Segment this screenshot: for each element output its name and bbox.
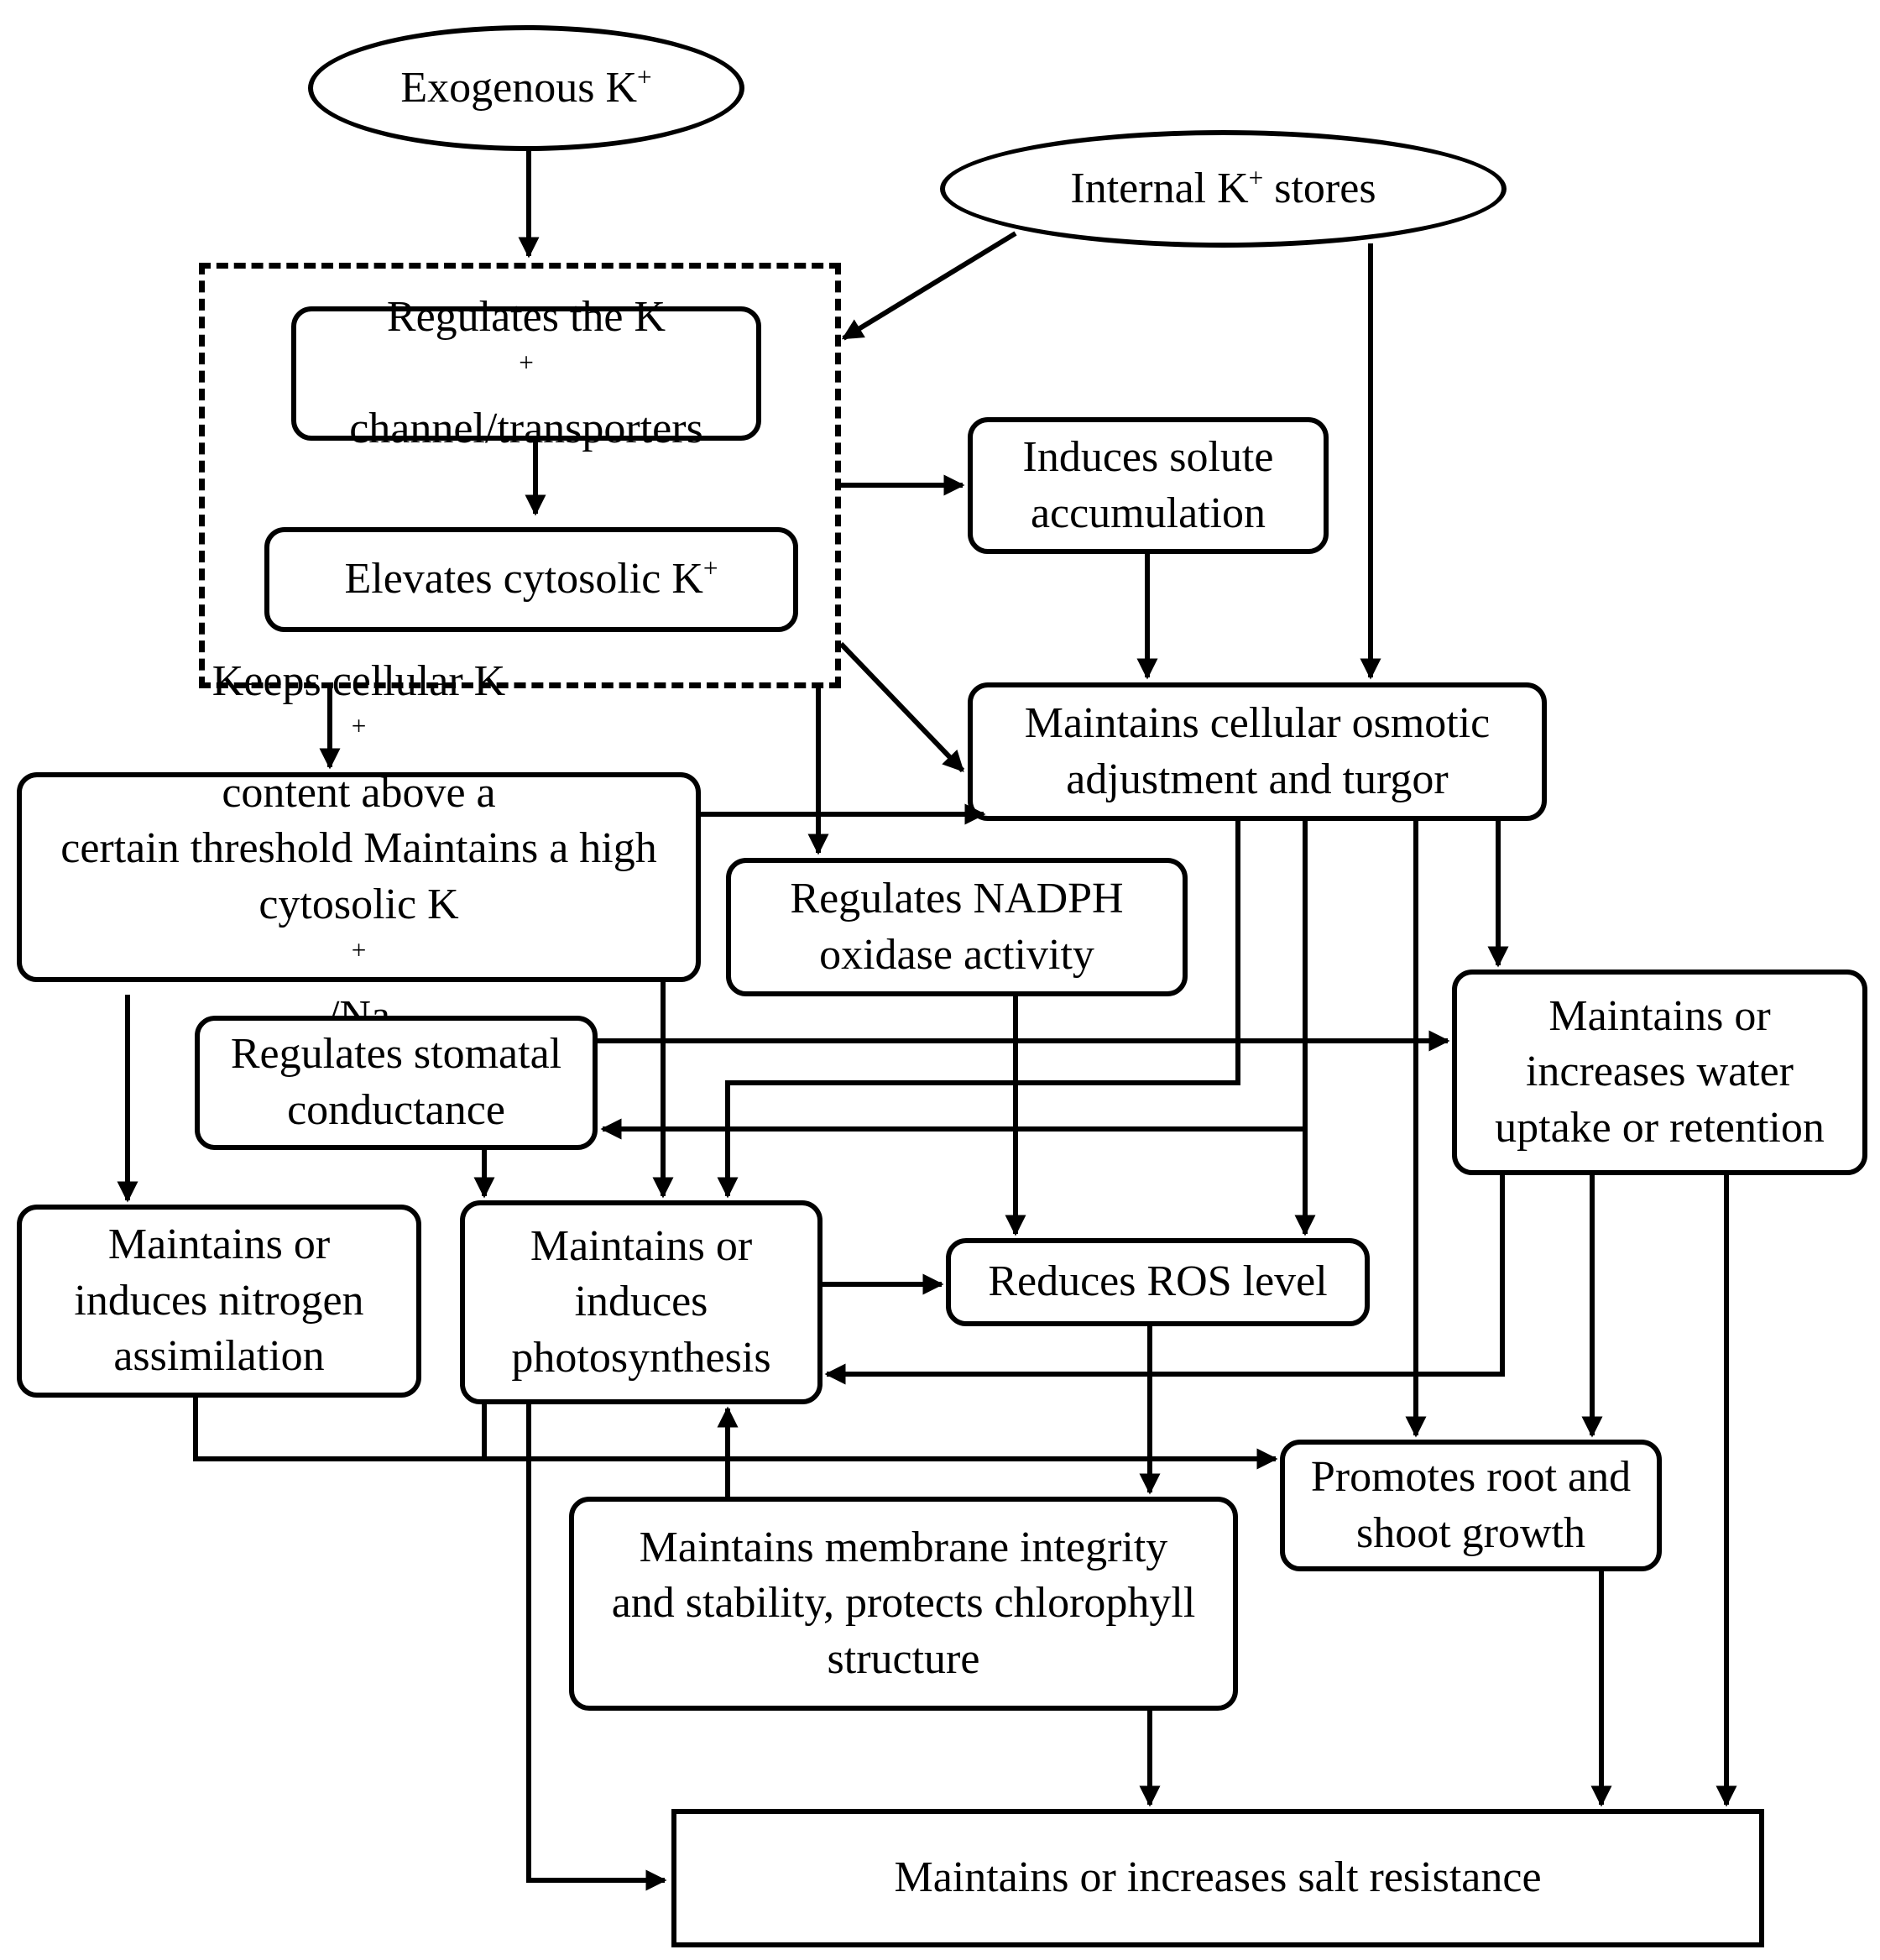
- arrow-group-to-osmotic: [838, 641, 965, 773]
- elevates-cytosolic-k-node: Elevates cytosolic K+: [264, 527, 798, 632]
- keeps-cellular-k-node: Keeps cellular K+ content above a certai…: [17, 657, 701, 1074]
- nitrogen-assimilation-node: Maintains or induces nitrogen assimilati…: [17, 1205, 421, 1398]
- arrow-water-to-photosynthesis: [824, 1175, 1505, 1385]
- arrow-osmotic-to-photosynthesis: [717, 821, 1240, 1199]
- arrow-photosynthesis-to-salt: [526, 1404, 667, 1891]
- stomatal-conductance-node: Regulates stomatal conductance: [195, 1016, 598, 1150]
- photosynthesis-node: Maintains or induces photosynthesis: [460, 1200, 822, 1404]
- internal-k-stores-node: Internal K+ stores: [940, 130, 1507, 248]
- regulates-k-channel-node: Regulates the K+ channel/transporters: [291, 293, 761, 452]
- root-shoot-growth-node: Promotes root and shoot growth: [1280, 1440, 1662, 1571]
- salt-resistance-node: Maintains or increases salt resistance: [671, 1809, 1764, 1947]
- arrow-nitrogen-to-root: [193, 1398, 1278, 1470]
- k-regulation-group: [199, 263, 841, 688]
- water-uptake-node: Maintains or increases water uptake or r…: [1452, 970, 1867, 1175]
- membrane-integrity-node: Maintains membrane integrity and stabili…: [569, 1497, 1238, 1711]
- exogenous-k-node: Exogenous K+: [308, 25, 744, 151]
- induces-solute-accumulation-node: Induces solute accumulation: [968, 417, 1329, 554]
- regulates-nadph-node: Regulates NADPH oxidase activity: [726, 858, 1188, 996]
- arrow-internal-to-group: [841, 231, 1017, 341]
- osmotic-adjustment-node: Maintains cellular osmotic adjustment an…: [968, 682, 1547, 821]
- reduces-ros-node: Reduces ROS level: [946, 1238, 1370, 1326]
